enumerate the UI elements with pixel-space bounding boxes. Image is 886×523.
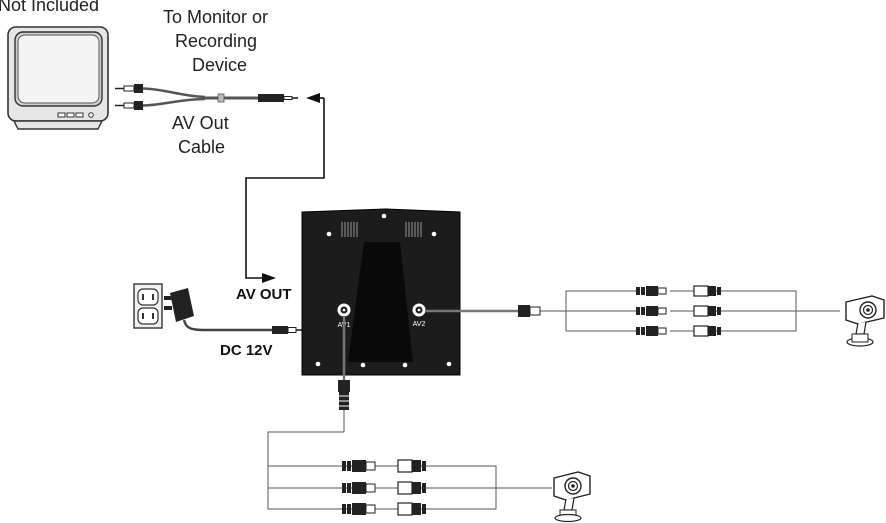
monitor-label-line2: Recording [175, 31, 258, 51]
vent-grille [405, 222, 422, 237]
av2-connector-row [636, 305, 721, 317]
monitor-label-line3: Device [192, 55, 248, 75]
av1-connector-row [342, 459, 426, 473]
av1-connector-row [342, 481, 426, 495]
power-adapter-icon [164, 288, 272, 332]
camera-icon [553, 471, 591, 523]
receiver-unit: AV1 AV2 [301, 208, 461, 376]
av1-connector-row [342, 502, 426, 516]
av-out-label: AV OUT [236, 286, 292, 303]
av2-cable [425, 290, 840, 332]
monitor-label-line1: To Monitor or [163, 7, 269, 27]
av-out-connection-arrow [245, 93, 325, 283]
vent-grille [341, 222, 358, 237]
rca-plug-icon [115, 101, 143, 110]
minijack-plug-icon [258, 94, 298, 102]
camera-icon [845, 295, 885, 347]
dc-12v-label: DC 12V [220, 342, 273, 359]
monitor-icon [7, 26, 109, 130]
cable-label-line2: Cable [178, 137, 226, 157]
av2-connector-row [636, 285, 721, 297]
rca-plug-icon [115, 84, 143, 93]
wall-outlet-icon [133, 283, 163, 329]
cable-label-line1: AV Out [172, 113, 229, 133]
av2-jack: AV2 [412, 303, 426, 328]
av2-connector-row [636, 325, 721, 337]
av1-cable [267, 316, 552, 510]
av2-label: AV2 [413, 321, 426, 328]
av-out-cable [115, 84, 298, 110]
not-included-label: Not Included [0, 0, 100, 15]
dc-plug-icon [272, 326, 302, 334]
